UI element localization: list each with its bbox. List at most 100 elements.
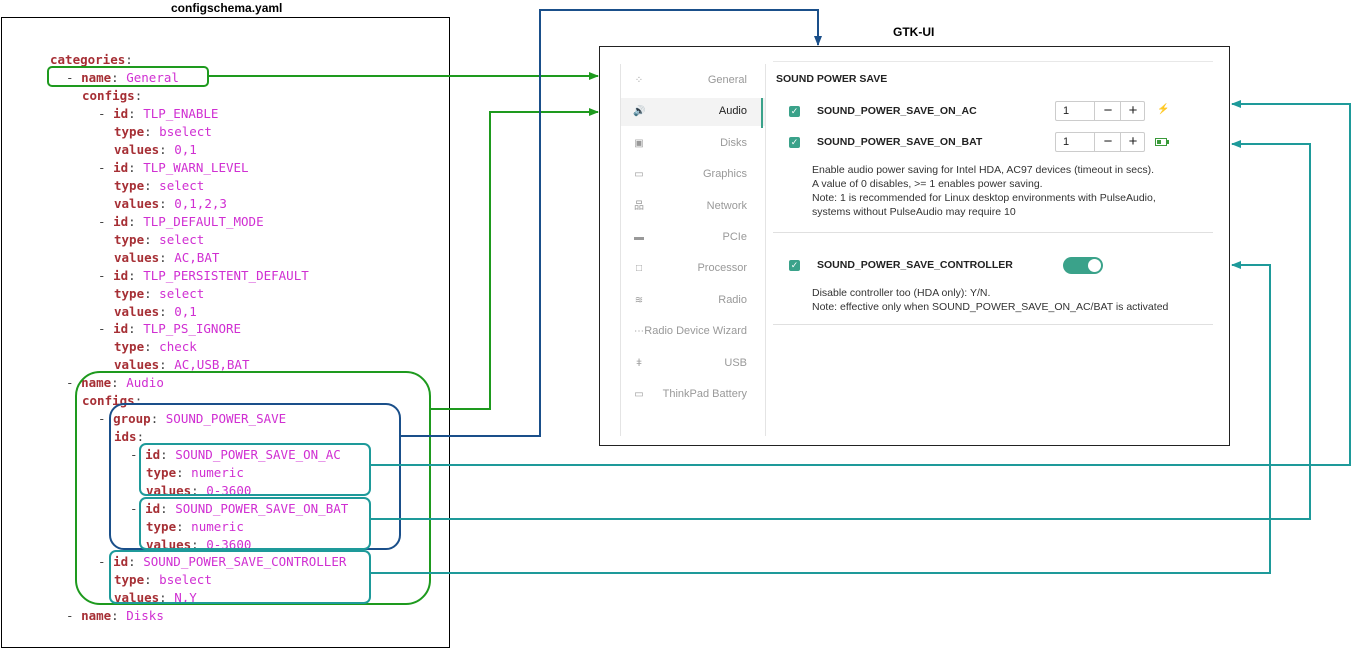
sidebar-item-label: Disks (720, 136, 747, 149)
yaml-line: values: 0,1 (114, 142, 197, 158)
yaml-colon: : (111, 70, 127, 85)
yaml-colon: : (150, 411, 166, 426)
section-divider (773, 232, 1213, 233)
yaml-colon: : (160, 447, 176, 462)
yaml-line: - name: Audio (66, 375, 164, 391)
on-ac-value[interactable]: 1 (1063, 105, 1070, 117)
sidebar-item-radio-device-wizard[interactable]: ⋯Radio Device Wizard (621, 318, 765, 346)
battery-icon (1155, 138, 1169, 146)
controller-checkbox[interactable]: ✓ (789, 260, 800, 271)
yaml-value: Disks (126, 608, 164, 623)
audio-arrow (430, 108, 599, 410)
active-indicator (761, 98, 763, 128)
controller-toggle[interactable] (1063, 257, 1103, 274)
sidebar-item-graphics[interactable]: ▭Graphics (621, 161, 765, 189)
yaml-title: configschema.yaml (171, 1, 283, 15)
yaml-colon: : (128, 321, 144, 336)
grid-icon: ⁘ (634, 75, 644, 86)
yaml-colon: : (128, 268, 144, 283)
yaml-line: type: check (114, 339, 197, 355)
yaml-key: ids (114, 429, 137, 444)
yaml-key: name (81, 608, 112, 623)
yaml-key: type (146, 519, 177, 534)
yaml-colon: : (176, 519, 192, 534)
sidebar-item-pcie[interactable]: ▬PCIe (621, 224, 765, 252)
toggle-knob (1088, 259, 1101, 272)
yaml-dash: - (98, 554, 114, 569)
on-ac-decrement-button[interactable]: − (1094, 102, 1121, 120)
yaml-key: name (81, 375, 112, 390)
yaml-value: select (159, 286, 205, 301)
sidebar-item-processor[interactable]: □Processor (621, 255, 765, 283)
yaml-key: configs (82, 88, 135, 103)
on-bat-spinbox[interactable]: 1 − + (1055, 132, 1145, 152)
yaml-colon: : (159, 250, 175, 265)
yaml-colon: : (176, 465, 192, 480)
yaml-line: values: AC,USB,BAT (114, 357, 249, 373)
on-bat-increment-button[interactable]: + (1120, 133, 1145, 151)
yaml-key: id (145, 501, 161, 516)
controller-arrow (370, 261, 1271, 574)
yaml-colon: : (134, 88, 143, 103)
general-highlight (47, 66, 209, 87)
yaml-line: - id: SOUND_POWER_SAVE_ON_BAT (130, 501, 348, 517)
yaml-key: name (81, 70, 112, 85)
yaml-key: categories (50, 52, 126, 67)
pcie-icon: ▬ (634, 232, 644, 243)
yaml-dash: - (98, 106, 114, 121)
yaml-line: - id: TLP_DEFAULT_MODE (98, 214, 264, 230)
sidebar-item-radio[interactable]: ≋ Radio (621, 287, 765, 315)
yaml-colon: : (128, 106, 144, 121)
yaml-key: type (114, 124, 145, 139)
yaml-value: bselect (159, 124, 212, 139)
on-bat-label: SOUND_POWER_SAVE_ON_BAT (817, 136, 983, 148)
yaml-key: group (113, 411, 151, 426)
yaml-value: TLP_ENABLE (143, 106, 219, 121)
on-ac-spinbox[interactable]: 1 − + (1055, 101, 1145, 121)
monitor-icon: ▭ (634, 169, 644, 181)
sidebar-item-general[interactable]: ⁘ General (621, 67, 765, 95)
yaml-line: configs: (82, 88, 142, 104)
sidebar-item-label: Radio (718, 293, 747, 306)
yaml-line: values: 0,1 (114, 304, 197, 320)
wifi-icon: ≋ (634, 294, 644, 306)
on-bat-checkbox[interactable]: ✓ (789, 137, 800, 148)
yaml-line: type: numeric (146, 519, 244, 535)
ac-power-icon: ⚡ (1157, 104, 1170, 115)
yaml-key: id (113, 268, 129, 283)
yaml-value: bselect (159, 572, 212, 587)
on-ac-highlight (139, 443, 371, 496)
yaml-value: numeric (191, 519, 244, 534)
on-ac-checkbox[interactable]: ✓ (789, 106, 800, 117)
sidebar-item-thinkpad-battery[interactable]: ▭ThinkPad Battery (621, 381, 765, 409)
on-ac-increment-button[interactable]: + (1120, 102, 1145, 120)
yaml-line: - id: TLP_PS_IGNORE (98, 321, 241, 337)
on-bat-value[interactable]: 1 (1063, 136, 1070, 148)
yaml-line: - id: TLP_WARN_LEVEL (98, 160, 249, 176)
yaml-dash: - (66, 375, 82, 390)
yaml-key: id (113, 160, 129, 175)
sidebar-item-disks[interactable]: ▣Disks (621, 130, 765, 158)
yaml-value: TLP_WARN_LEVEL (143, 160, 249, 175)
yaml-colon: : (144, 572, 160, 587)
yaml-line: - name: Disks (66, 608, 164, 624)
yaml-value: 0,1 (174, 142, 197, 157)
on-bat-decrement-button[interactable]: − (1094, 133, 1121, 151)
yaml-colon: : (111, 375, 127, 390)
yaml-line: type: select (114, 232, 204, 248)
on-ac-label: SOUND_POWER_SAVE_ON_AC (817, 105, 977, 117)
yaml-line: - group: SOUND_POWER_SAVE (98, 411, 286, 427)
yaml-value: SOUND_POWER_SAVE_ON_BAT (175, 501, 349, 516)
yaml-colon: : (160, 501, 176, 516)
sidebar-item-label: General (707, 74, 747, 86)
usb-icon: ǂ (636, 357, 642, 369)
yaml-colon: : (159, 142, 175, 157)
yaml-key: id (113, 106, 129, 121)
yaml-value: select (159, 232, 205, 247)
sidebar-item-audio[interactable]: 🔊Audio (621, 98, 765, 127)
top-divider (773, 61, 1213, 62)
